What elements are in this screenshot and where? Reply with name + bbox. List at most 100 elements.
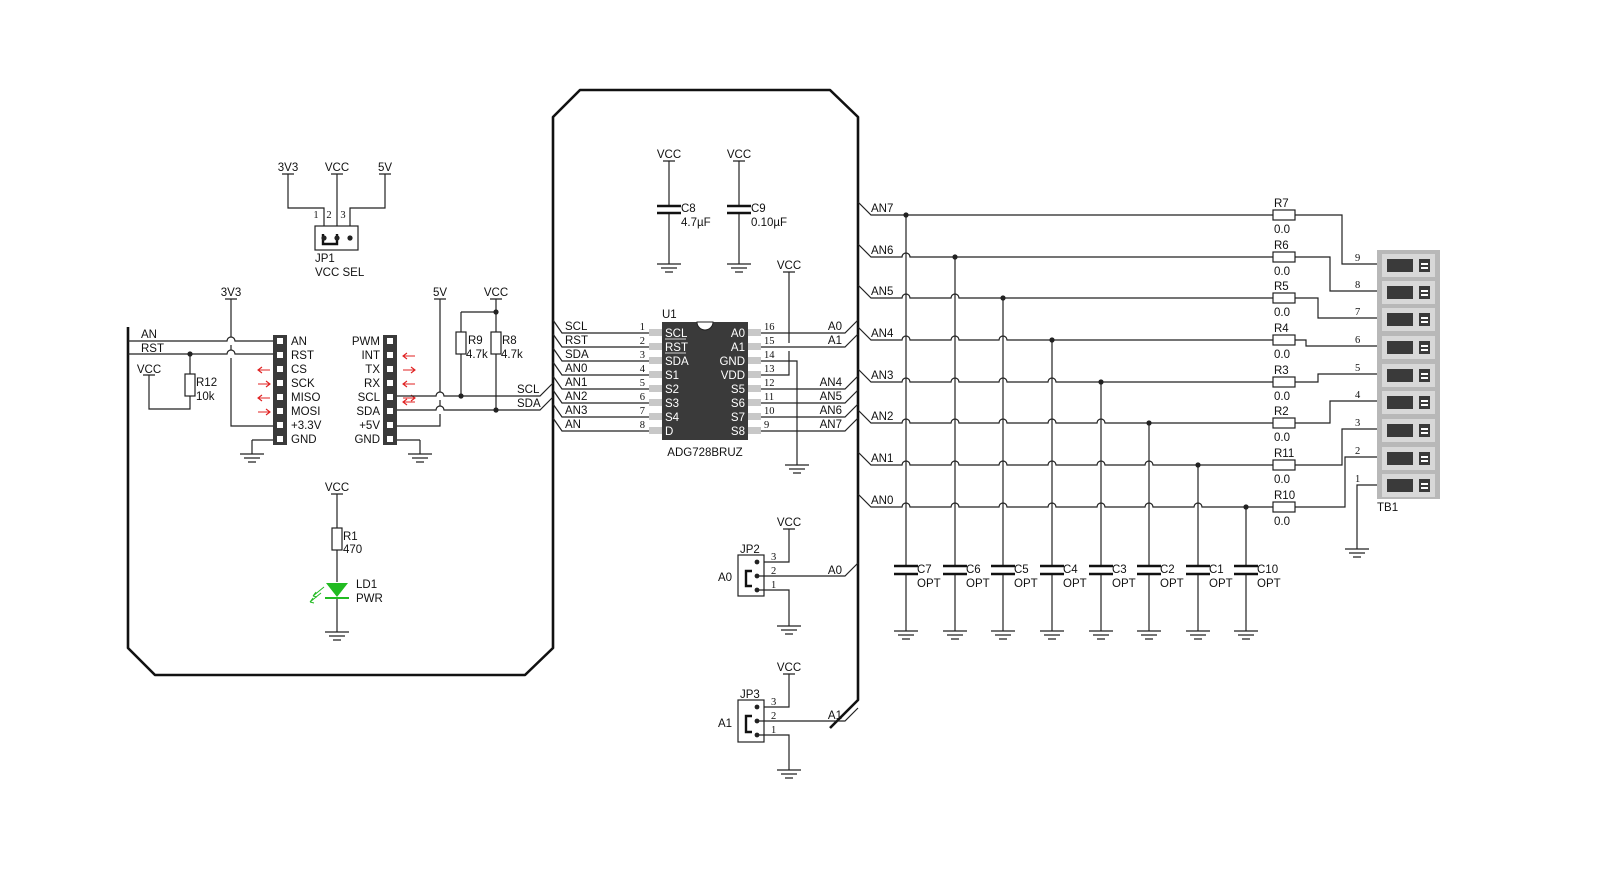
ground-icon: [1137, 630, 1161, 640]
channel-cap-plates: [991, 564, 1015, 576]
channel-resistor: [1272, 417, 1296, 429]
jp3-rail: VCC: [777, 662, 801, 674]
u1-net-2: RST: [565, 335, 588, 347]
r1-value: 470: [343, 544, 362, 556]
r9-ref: R9: [468, 335, 483, 347]
channel-tb-link: [1295, 373, 1377, 383]
channel-wire-an3: [857, 368, 1273, 383]
channel-res-value: 0.0: [1274, 391, 1290, 403]
u1-net-7: AN3: [565, 405, 587, 417]
channel-resistor: [1272, 376, 1296, 388]
channel-cap-plates: [1234, 564, 1258, 576]
u1-pin-num-13: 13: [764, 364, 775, 375]
mb-right-pin-sda: SDA: [356, 406, 380, 418]
channel-cap-ref: C1: [1209, 564, 1224, 576]
channel-cap-plates: [894, 564, 918, 576]
channel-cap-value: OPT: [1209, 578, 1233, 590]
channel-tb-link: [1295, 297, 1377, 319]
channel-tb-pin: 2: [1355, 446, 1360, 457]
channel-res-value: 0.0: [1274, 432, 1290, 444]
channel-cap-value: OPT: [1257, 578, 1281, 590]
u1-left-wires: SCL RST SDA AN0 AN1 AN2 AN3 AN 1 2 3 4 5…: [552, 319, 649, 432]
jp2-pin2: 2: [771, 566, 776, 577]
rail-5v-label: 5V: [433, 287, 447, 299]
r9-value: 4.7k: [466, 349, 488, 361]
u1-pin-num-14: 14: [764, 350, 775, 361]
u1-pin-num-3: 3: [640, 350, 645, 361]
jp3-label: A1: [718, 718, 732, 730]
u1-pin-name-6: S3: [665, 398, 679, 410]
channel-tb-link: [1295, 400, 1377, 424]
channel-cap-value: OPT: [1014, 578, 1038, 590]
channel-resistor: [1272, 334, 1296, 346]
jp2-address-jumper: VCC JP2 A0 3 2 1 A0: [718, 517, 859, 635]
u1-pin-name-13: VDD: [721, 370, 745, 382]
mb-left-pin-miso: MISO: [291, 392, 320, 404]
jp1-ref: JP1: [315, 253, 335, 265]
channel-cap-plates: [1137, 564, 1161, 576]
channel-res-ref: R3: [1274, 365, 1289, 377]
ground-icon: [1040, 630, 1064, 640]
channel-net-label: AN5: [871, 286, 893, 298]
channel-cap-value: OPT: [966, 578, 990, 590]
right-header-arrow-icons: [402, 352, 416, 406]
u1-pin-num-5: 5: [640, 378, 645, 389]
channel-cap-ref: C3: [1112, 564, 1127, 576]
u1-pin-num-10: 10: [764, 406, 775, 417]
mikrobus-right-header: PWM INT TX RX SCL SDA +5V GND: [352, 335, 416, 446]
u1-net-1: SCL: [565, 321, 588, 333]
u1-pin-num-16: 16: [764, 322, 775, 333]
tb1-ref: TB1: [1377, 502, 1398, 514]
channel-tb-link: [1295, 428, 1377, 466]
channel-net-label: AN7: [871, 203, 893, 215]
net-sda-label: SDA: [517, 398, 541, 410]
mb-left-pin-mosi: MOSI: [291, 406, 320, 418]
jp3-ref: JP3: [740, 689, 760, 701]
channel-wire-an5: [857, 284, 1273, 299]
c9-value: 0.10µF: [751, 217, 787, 229]
u1-pin-name-16: A0: [731, 328, 745, 340]
u1-pin-num-4: 4: [640, 364, 646, 375]
jp3-address-jumper: VCC JP3 A1 3 2 1 A1: [718, 662, 859, 779]
mux-block-outline: [551, 88, 860, 729]
channel-tb-link: [1295, 256, 1377, 292]
u1-pin-num-12: 12: [764, 378, 775, 389]
jp3-pin2: 2: [771, 711, 776, 722]
decoupling-caps: VCC C8 4.7µF VCC C9 0.10µF: [657, 149, 787, 273]
right-nets: 5V VCC R9 4.7k R8 4.7k SCL SDA: [397, 287, 554, 463]
u1-pin-num-15: 15: [764, 336, 775, 347]
mb-right-pin-gnd: GND: [354, 434, 380, 446]
u1-pads: [649, 329, 761, 434]
channel-tb-pin: 6: [1355, 335, 1360, 346]
rail-vcc-label: VCC: [484, 287, 508, 299]
channel-res-ref: R11: [1274, 448, 1294, 460]
channel-cap-value: OPT: [1160, 578, 1184, 590]
channel-wire-an6: [857, 243, 1273, 258]
channel-tb-pin: 3: [1355, 418, 1360, 429]
u1-net-6: AN2: [565, 391, 587, 403]
r8-ref: R8: [502, 335, 517, 347]
channel-res-value: 0.0: [1274, 474, 1290, 486]
jp2-pin3: 3: [771, 552, 776, 563]
channel-cap-plates: [1089, 564, 1113, 576]
channel-res-value: 0.0: [1274, 349, 1290, 361]
u1-pin-name-12: S5: [731, 384, 745, 396]
u1-pin-name-7: S4: [665, 412, 680, 424]
ground-icon: [943, 630, 967, 640]
channel-net-label: AN1: [871, 453, 893, 465]
right-header-pads: [387, 338, 393, 442]
u1-pin-name-2: RST: [665, 342, 688, 354]
u1-net-3: SDA: [565, 349, 589, 361]
u1-net-4: AN0: [565, 363, 587, 375]
u1-pin-name-11: S6: [731, 398, 745, 410]
net-scl-label: SCL: [517, 384, 540, 396]
mb-right-pin-pwm: PWM: [352, 336, 380, 348]
jp1-opt-3v3: 3V3: [278, 162, 298, 174]
channel-tb-pin: 7: [1355, 307, 1360, 318]
channel-cap-value: OPT: [1063, 578, 1087, 590]
channel-res-ref: R10: [1274, 490, 1295, 502]
channel-res-value: 0.0: [1274, 516, 1290, 528]
channel-tb-pin: 5: [1355, 363, 1360, 374]
channel-wire-an7: [857, 201, 1273, 216]
